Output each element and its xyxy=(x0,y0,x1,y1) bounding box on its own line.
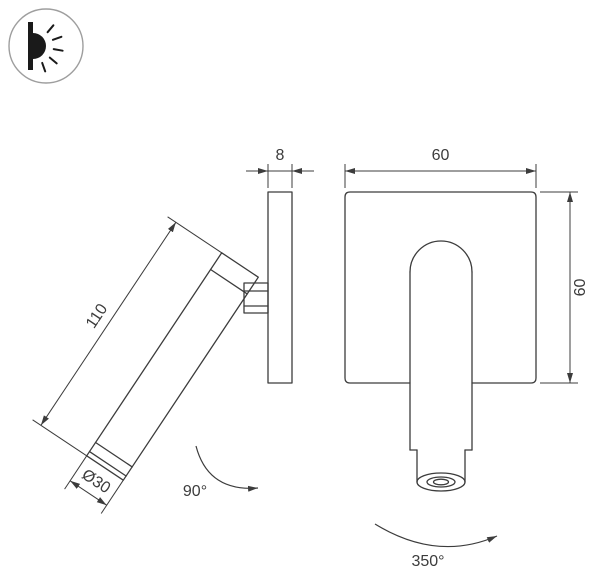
dim-plate-width: 60 xyxy=(344,147,537,188)
front-view xyxy=(344,191,537,492)
dim-plate-height: 60 xyxy=(540,191,589,384)
dim-body-diameter: Ø30 xyxy=(64,455,124,514)
tilt-angle-label: 90° xyxy=(183,483,207,500)
wall-plate-side xyxy=(267,191,293,384)
extension-line xyxy=(100,479,124,514)
head-rim xyxy=(416,472,466,492)
body-diameter-label: Ø30 xyxy=(79,466,114,497)
rotation-arc xyxy=(374,523,498,548)
plate-height-label: 60 xyxy=(572,279,589,297)
lamp-rim-line-outer xyxy=(94,441,133,468)
icon-circle xyxy=(8,8,84,84)
lamp-rim-line-inner xyxy=(88,450,127,477)
lens-ring xyxy=(426,476,456,488)
dim-body-length: 110 xyxy=(32,216,222,457)
body-length-label: 110 xyxy=(83,301,111,332)
lamp-shade-icon xyxy=(33,33,46,59)
lamp-head xyxy=(416,449,466,492)
lens-center xyxy=(432,478,450,486)
extension-line xyxy=(32,419,87,457)
mount-bracket xyxy=(243,282,269,314)
side-view xyxy=(86,191,293,481)
rotation-angle-label: 350° xyxy=(411,553,444,570)
dim-plate-thickness: 8 xyxy=(246,147,314,188)
wall-bar xyxy=(28,22,33,70)
plate-width-label: 60 xyxy=(432,147,450,164)
tilt-arc xyxy=(195,445,259,492)
wall-plate-front xyxy=(344,191,537,384)
dimension-line xyxy=(69,480,107,506)
extension-line xyxy=(64,455,88,490)
body-cap-line xyxy=(209,268,248,295)
light-rays-icon xyxy=(41,24,64,73)
extension-line xyxy=(167,216,222,254)
dimension-line xyxy=(40,222,177,426)
lamp-body xyxy=(86,252,259,481)
lamp-cylinder xyxy=(409,240,473,451)
plate-thickness-label: 8 xyxy=(276,147,285,164)
wall-lamp-icon xyxy=(8,8,84,84)
rotation-angle-arrow: 350° xyxy=(374,523,498,570)
tilt-angle-arrow: 90° xyxy=(183,445,259,500)
